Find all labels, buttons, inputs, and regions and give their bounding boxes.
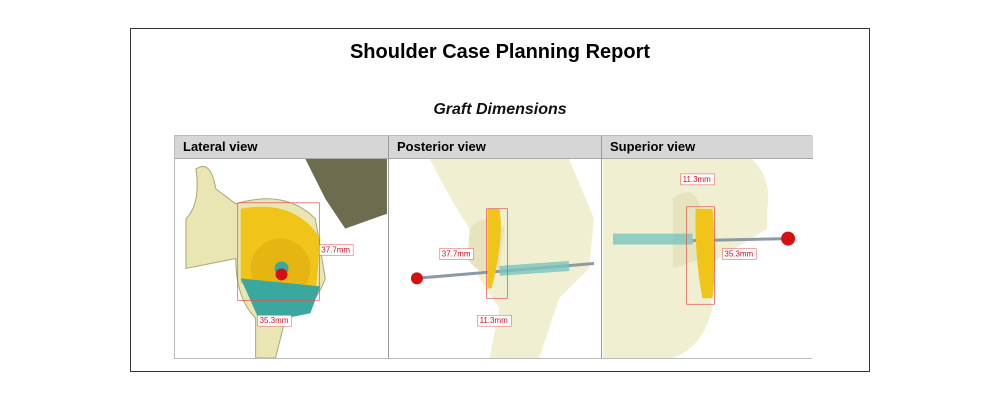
lateral-height-label: 37.7mm xyxy=(321,246,350,255)
posterior-view-header: Posterior view xyxy=(389,136,601,159)
superior-view-image: 11.3mm 35.3mm xyxy=(602,159,813,358)
posterior-view-image: 37.7mm 11.3mm xyxy=(389,159,601,358)
superior-thickness-label: 11.3mm xyxy=(683,175,712,184)
graft-dimensions-table: Lateral view 37.7mm 35.3mm xyxy=(174,135,813,359)
lateral-width-label: 35.3mm xyxy=(260,316,289,325)
posterior-height-label: 37.7mm xyxy=(442,250,471,259)
superior-view-header: Superior view xyxy=(602,136,813,159)
superior-width-label: 35.3mm xyxy=(724,250,753,259)
lateral-view-column: Lateral view 37.7mm 35.3mm xyxy=(175,136,389,358)
report-page: Shoulder Case Planning Report Graft Dime… xyxy=(130,28,870,372)
report-title: Shoulder Case Planning Report xyxy=(349,41,651,63)
superior-view-column: Superior view 11.3mm 35.3mm xyxy=(602,136,813,358)
posterior-thickness-label: 11.3mm xyxy=(480,316,509,325)
lateral-view-header: Lateral view xyxy=(175,136,388,159)
lateral-view-image: 37.7mm 35.3mm xyxy=(175,159,388,358)
section-title: Graft Dimensions xyxy=(433,101,567,118)
posterior-view-column: Posterior view 37.7mm 11.3mm xyxy=(389,136,602,358)
